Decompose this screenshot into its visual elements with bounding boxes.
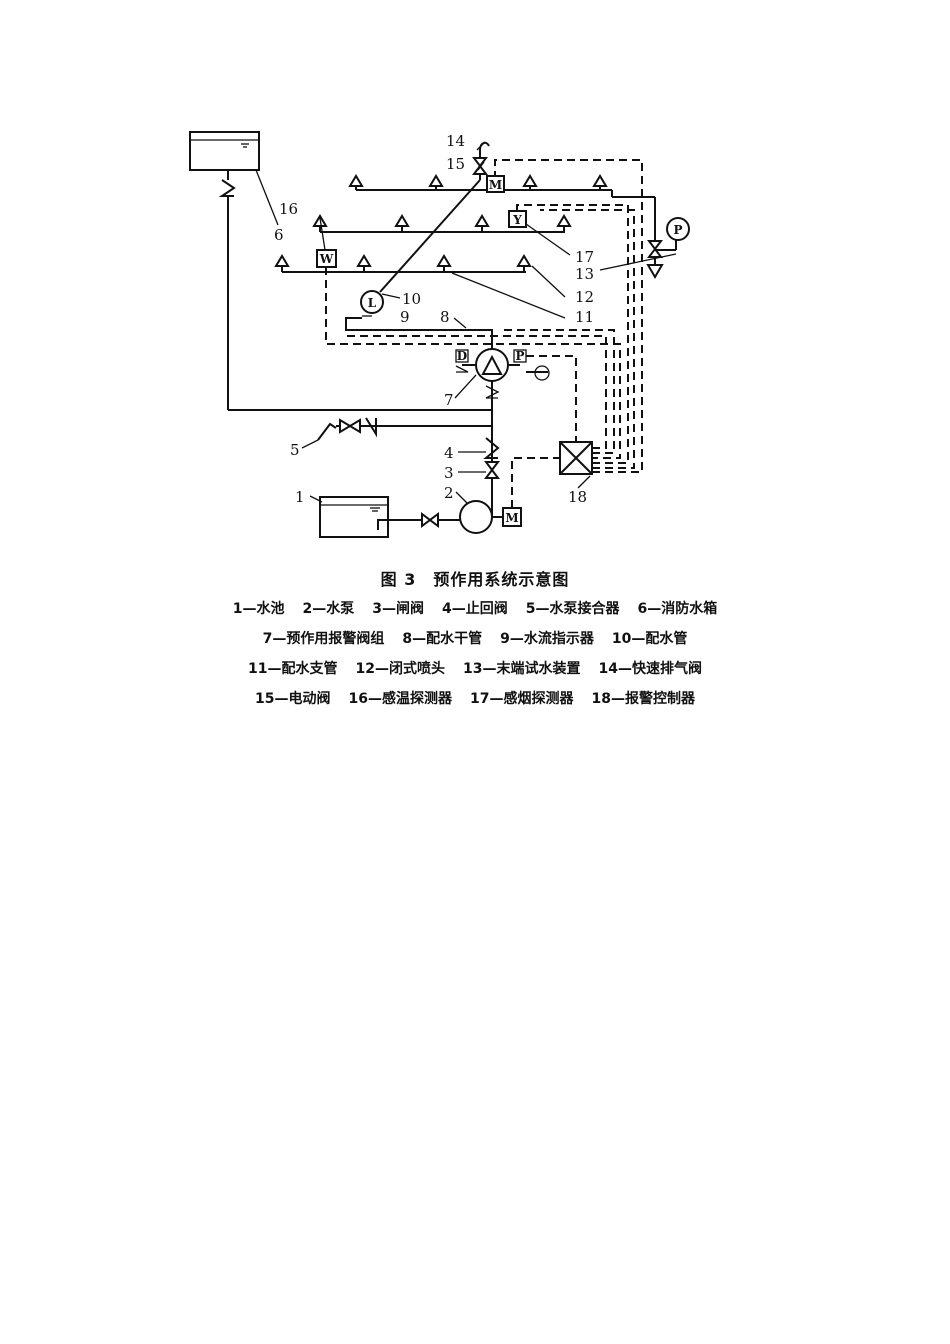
tank-check-valve bbox=[218, 170, 236, 197]
label-9: 9 bbox=[400, 308, 410, 326]
legend-row-2: 7—预作用报警阀组 8—配水干管 9—水流指示器 10—配水管 bbox=[0, 628, 950, 648]
label-10: 10 bbox=[402, 290, 421, 308]
label-14: 14 bbox=[446, 132, 465, 150]
label-16: 16 bbox=[279, 200, 298, 218]
svg-text:M: M bbox=[489, 178, 502, 192]
alarm-valve-set: D P bbox=[455, 336, 550, 399]
signal-wiring bbox=[325, 159, 643, 508]
label-2: 2 bbox=[444, 484, 454, 502]
quick-exhaust-valve bbox=[472, 141, 490, 180]
label-8: 8 bbox=[440, 308, 450, 326]
svg-text:P: P bbox=[673, 223, 682, 237]
distribution-pipe bbox=[379, 179, 481, 293]
end-test-device: P bbox=[646, 217, 690, 279]
label-11: 11 bbox=[575, 308, 594, 326]
svg-text:M: M bbox=[505, 511, 518, 525]
legend-item: 4—止回阀 bbox=[442, 601, 508, 617]
label-17: 17 bbox=[575, 248, 594, 266]
label-4: 4 bbox=[444, 444, 454, 462]
legend-item: 14—快速排气阀 bbox=[598, 661, 702, 677]
label-5: 5 bbox=[290, 441, 300, 459]
trunk-main bbox=[345, 317, 493, 336]
legend-item: 15—电动阀 bbox=[255, 691, 331, 707]
label-6: 6 bbox=[274, 226, 284, 244]
pump-connector bbox=[317, 417, 492, 441]
legend-item: 13—末端试水装置 bbox=[463, 661, 581, 677]
water-flow-indicator bbox=[360, 290, 384, 314]
figure-title: 图 3 预作用系统示意图 bbox=[380, 570, 570, 589]
legend-item: 2—水泵 bbox=[302, 601, 355, 617]
svg-text:W: W bbox=[319, 252, 334, 266]
sprinkler-heads bbox=[274, 174, 608, 272]
label-15: 15 bbox=[446, 155, 465, 173]
alarm-controller bbox=[559, 441, 593, 475]
legend-item: 1—水池 bbox=[232, 601, 285, 617]
legend-item: 8—配水干管 bbox=[402, 631, 483, 647]
suction-valve bbox=[421, 512, 439, 528]
heat-detector: W bbox=[316, 249, 337, 268]
check-valve bbox=[483, 437, 500, 459]
label-12: 12 bbox=[575, 288, 594, 306]
legend-row-3: 11—配水支管 12—闭式喷头 13—末端试水装置 14—快速排气阀 bbox=[0, 658, 950, 678]
legend-item: 5—水泵接合器 bbox=[525, 601, 620, 617]
legend-item: 18—报警控制器 bbox=[591, 691, 695, 707]
leader-lines bbox=[301, 141, 677, 505]
legend-item: 3—闸阀 bbox=[372, 601, 424, 617]
legend-item: 9—水流指示器 bbox=[500, 631, 594, 647]
leader-6 bbox=[255, 169, 279, 226]
water-pump bbox=[459, 500, 493, 534]
water-reservoir bbox=[319, 496, 389, 538]
legend-item: 12—闭式喷头 bbox=[355, 661, 445, 677]
pre-action-system-diagram: M D P L bbox=[189, 131, 690, 538]
fire-water-tank bbox=[189, 131, 260, 171]
smoke-detector: Y bbox=[508, 210, 527, 228]
label-3: 3 bbox=[444, 464, 454, 482]
legend-item: 6—消防水箱 bbox=[637, 601, 718, 617]
svg-text:L: L bbox=[368, 296, 377, 310]
svg-text:P: P bbox=[515, 349, 524, 363]
label-1: 1 bbox=[295, 488, 305, 506]
legend-item: 10—配水管 bbox=[611, 631, 688, 647]
svg-text:Y: Y bbox=[512, 213, 522, 227]
gate-valve bbox=[484, 461, 500, 479]
legend-item: 7—预作用报警阀组 bbox=[262, 631, 385, 647]
legend-row-1: 1—水池 2—水泵 3—闸阀 4—止回阀 5—水泵接合器 6—消防水箱 bbox=[0, 598, 950, 618]
legend-item: 11—配水支管 bbox=[248, 661, 338, 677]
label-7: 7 bbox=[444, 391, 454, 409]
label-13: 13 bbox=[575, 265, 594, 283]
legend-item: 17—感烟探测器 bbox=[470, 691, 574, 707]
svg-text:D: D bbox=[457, 349, 467, 363]
pump-motor: M bbox=[502, 507, 522, 527]
label-18: 18 bbox=[568, 488, 587, 506]
legend-item: 16—感温探测器 bbox=[348, 691, 452, 707]
motorized-valve: M bbox=[486, 175, 505, 193]
legend-row-4: 15—电动阀 16—感温探测器 17—感烟探测器 18—报警控制器 bbox=[0, 688, 950, 708]
